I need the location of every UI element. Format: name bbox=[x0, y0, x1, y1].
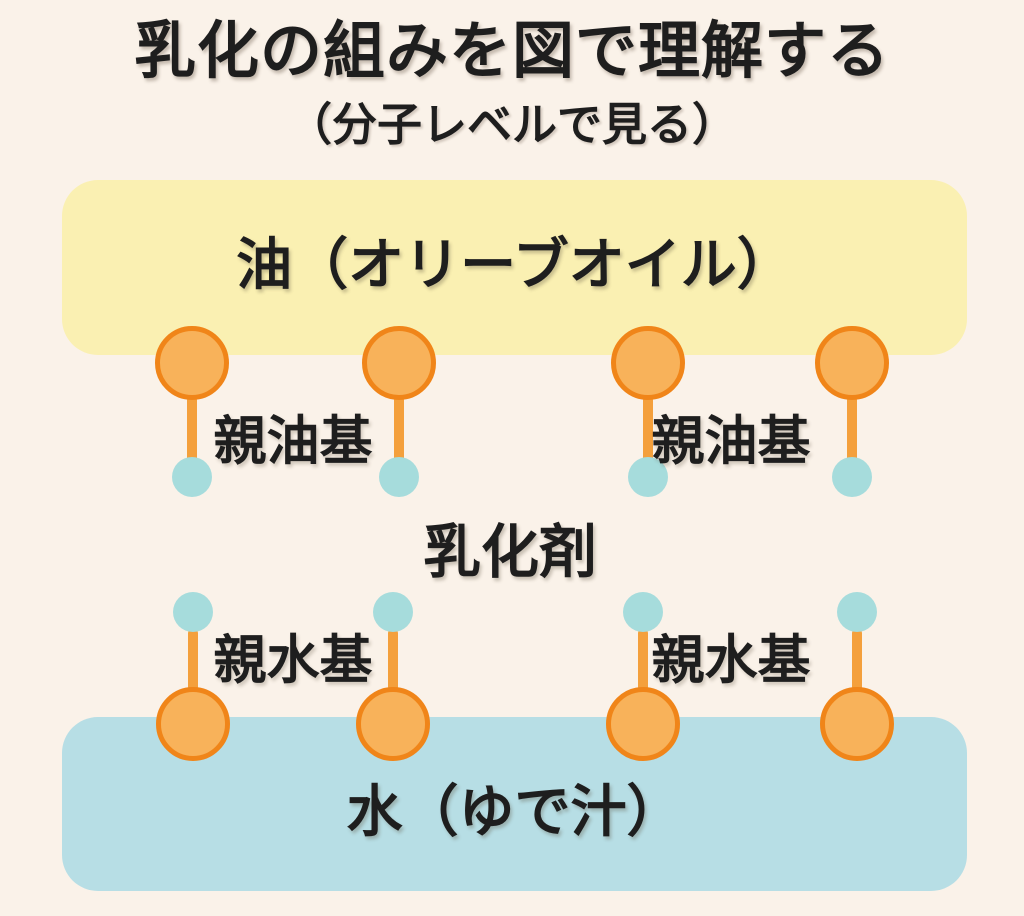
molecule-head-circle bbox=[156, 687, 230, 761]
molecule-head-circle bbox=[820, 687, 894, 761]
molecule-tail-circle bbox=[173, 592, 213, 632]
molecule-head-circle bbox=[606, 687, 680, 761]
molecule-head-circle bbox=[362, 326, 436, 400]
molecule-stem bbox=[852, 628, 862, 692]
molecule-head-circle bbox=[611, 326, 685, 400]
surfactant-molecule bbox=[611, 326, 685, 497]
oil-layer-label: 油（オリーブオイル） bbox=[236, 233, 793, 298]
molecule-tail-circle bbox=[379, 457, 419, 497]
molecule-stem bbox=[187, 395, 197, 465]
molecule-tail-circle bbox=[172, 457, 212, 497]
surfactant-molecule bbox=[820, 592, 894, 761]
molecule-stem bbox=[188, 628, 198, 692]
lipophilic-group-label: 親油基 bbox=[213, 411, 373, 472]
molecule-tail-circle bbox=[373, 592, 413, 632]
lipophilic-group-label: 親油基 bbox=[651, 411, 811, 472]
molecule-tail-circle bbox=[832, 457, 872, 497]
molecule-stem bbox=[638, 628, 648, 692]
hydrophilic-group-label: 親水基 bbox=[651, 630, 811, 691]
water-layer-label: 水（ゆで汁） bbox=[346, 779, 683, 845]
molecule-stem bbox=[847, 395, 857, 465]
surfactant-molecule bbox=[156, 592, 230, 761]
surfactant-molecule bbox=[606, 592, 680, 761]
molecule-stem bbox=[394, 395, 404, 465]
molecule-head-circle bbox=[815, 326, 889, 400]
page-subtitle: （分子レベルで見る） bbox=[286, 98, 737, 151]
molecule-tail-circle bbox=[837, 592, 877, 632]
hydrophilic-group-label: 親水基 bbox=[213, 630, 373, 691]
emulsifier-label: 乳化剤 bbox=[422, 518, 598, 586]
molecule-head-circle bbox=[155, 326, 229, 400]
surfactant-molecule bbox=[815, 326, 889, 497]
oil-layer-band: 油（オリーブオイル） bbox=[62, 180, 967, 355]
molecule-stem bbox=[643, 395, 653, 465]
molecule-tail-circle bbox=[623, 592, 663, 632]
surfactant-molecule bbox=[362, 326, 436, 497]
surfactant-molecule bbox=[356, 592, 430, 761]
page-title: 乳化の組みを図で理解する bbox=[133, 14, 890, 87]
molecule-tail-circle bbox=[628, 457, 668, 497]
surfactant-molecule bbox=[155, 326, 229, 497]
molecule-stem bbox=[388, 628, 398, 692]
molecule-head-circle bbox=[356, 687, 430, 761]
